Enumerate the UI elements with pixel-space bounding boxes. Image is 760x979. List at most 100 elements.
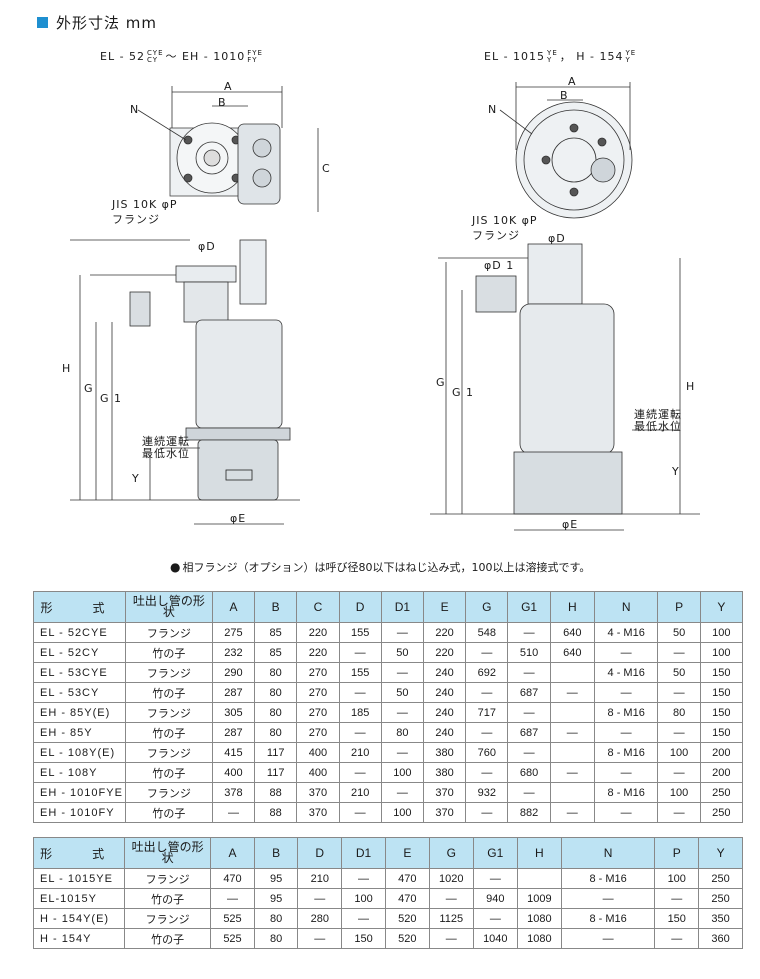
table-cell: 85 [254,622,298,643]
table-cell: 1080 [516,928,562,949]
table-cell: 415 [211,742,256,763]
table-cell: 155 [338,622,382,643]
table-cell: 竹の子 [124,928,212,949]
table-cell: 8 - M16 [560,868,656,889]
table2-header-cell: G1 [472,837,518,869]
table-cell: 50 [657,662,701,683]
table-cell: — [560,888,656,909]
table-cell: 4 - M16 [593,622,659,643]
table1-header-cell: G [465,591,509,623]
table-cell: 350 [698,908,743,929]
callout-level2-left: 最低水位 [142,447,190,460]
left-label-sub2: FY [247,56,258,64]
table1-header-cell: 吐出し管の形 状 [124,591,217,623]
left-label-sub: CY [147,56,159,64]
table-cell: 150 [341,928,386,949]
table-cell: — [338,762,382,783]
table-cell: — [465,642,509,663]
right-label-sup: YE [547,49,558,57]
callout-level1-right: 連続運転 [634,408,682,421]
table-cell: 290 [211,662,256,683]
table-cell: — [338,802,382,823]
table-cell: — [507,782,551,803]
table-cell: — [297,928,343,949]
table-cell: 100 [699,622,744,643]
table-cell: フランジ [124,702,213,723]
table-cell: 竹の子 [124,888,212,909]
table-cell: 95 [253,888,299,909]
table-cell: 370 [422,802,467,823]
table-cell: — [211,802,256,823]
table1-header-cell: G1 [507,591,551,623]
right-label-sub2: Y [625,56,631,64]
table-cell [549,742,595,763]
table-cell: フランジ [124,868,212,889]
table1-header-cell: A [211,591,256,623]
flange-note-text: 相フランジ（オプション）は呼び径80以下はねじ込み式，100以上は溶接式です。 [182,561,591,574]
table2-header-cell: N [560,837,656,869]
table1-header-cell: P [657,591,701,623]
table2-header-cell: D [297,837,343,869]
table-cell: — [507,662,551,683]
table-cell: 95 [253,868,299,889]
table-cell: フランジ [124,662,213,683]
table-cell: 270 [296,662,340,683]
table-cell: — [549,682,595,703]
table-cell: 竹の子 [124,682,213,703]
table-cell: — [472,868,518,889]
table1-header-cell: 形 式 [33,591,126,623]
table-cell: 370 [296,802,340,823]
table-cell: 370 [296,782,340,803]
callout-E-left: φE [230,512,247,525]
table-cell: 150 [699,682,744,703]
table-cell: 470 [384,888,430,909]
table-cell: — [380,702,424,723]
callout-Y-left: Y [132,472,140,485]
model-cell: EL - 53CYE [33,662,126,683]
table-cell: 380 [422,762,467,783]
table-cell: 100 [654,868,700,889]
callout-jis-left: JIS 10K φP [112,198,178,211]
table-cell: — [380,782,424,803]
table2-header-cell: A [210,837,255,869]
bullet-icon: ● [170,560,181,574]
table-cell: — [472,908,518,929]
right-pump-drawing [430,82,700,531]
model-cell: EL - 52CYE [33,622,126,643]
table-cell: 竹の子 [124,642,213,663]
table1-header-cell: C [296,591,340,623]
table-cell: 竹の子 [124,802,213,823]
table-cell: 1125 [428,908,474,929]
table-cell: 400 [296,762,340,783]
table-cell: 687 [507,722,551,743]
table-cell: — [593,642,659,663]
table-cell: 80 [380,722,424,743]
table-cell: — [549,802,595,823]
table-cell: 525 [210,928,255,949]
table-cell: — [593,682,659,703]
table-cell: 200 [699,742,744,763]
callout-E-right: φE [562,518,579,531]
table-cell: 85 [254,642,298,663]
table-cell: 640 [549,622,595,643]
table-cell: 100 [699,642,744,663]
table-cell: 80 [253,928,299,949]
title-square-icon [37,17,48,28]
callout-D-left: φD [198,240,216,253]
table-cell: フランジ [124,782,213,803]
pump-dimension-drawings [70,82,700,531]
table-cell: 270 [296,682,340,703]
table-cell: 8 - M16 [593,782,659,803]
table-cell: 250 [698,888,743,909]
right-label-sub: Y [547,56,553,64]
table-cell: 525 [210,908,255,929]
table-cell: 50 [657,622,701,643]
table-cell: 50 [380,642,424,663]
table-cell: — [657,642,701,663]
table-cell: — [338,642,382,663]
table-cell: — [465,762,509,783]
